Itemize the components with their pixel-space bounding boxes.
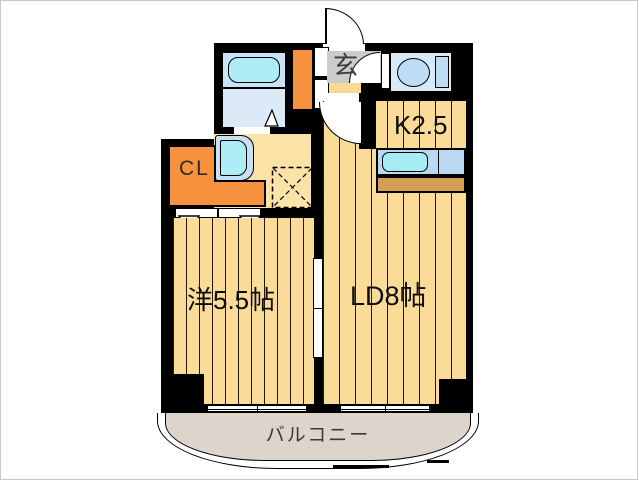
wall-ld-bottom-right	[439, 379, 466, 404]
window-west-room	[208, 404, 306, 413]
western-room-floor	[173, 218, 314, 404]
window-tick	[257, 404, 258, 413]
wall-west-bottom-left	[173, 374, 204, 404]
toilet-tank-icon	[435, 56, 449, 88]
counter-divider	[438, 150, 439, 174]
entrance-label: 玄	[333, 52, 359, 80]
bathroom-door-icon	[264, 109, 279, 127]
window-tick	[385, 404, 386, 413]
living-dining-label: LD8帖	[350, 281, 427, 311]
bathroom-threshold	[234, 127, 270, 134]
western-room-label: 洋5.5帖	[187, 285, 276, 315]
washbasin-bowl-icon	[220, 140, 247, 176]
closet-door-right	[218, 208, 261, 218]
ld-door-opening	[325, 93, 359, 102]
balcony-dash-center	[333, 465, 389, 468]
balcony-dash-right	[427, 460, 449, 463]
door-tick	[314, 308, 322, 309]
balcony-deck	[165, 413, 471, 461]
toilet-bowl-icon	[397, 58, 430, 87]
closet-label: CL	[179, 157, 210, 180]
ld-kitchen-floor	[323, 101, 466, 404]
entrance-door-threshold	[323, 44, 365, 51]
entrance-door-swing-icon	[325, 8, 364, 45]
washing-machine-space-icon	[271, 166, 314, 209]
bathtub	[228, 57, 280, 83]
balcony-label: バルコニー	[265, 425, 371, 446]
wall-hall-kitchen	[359, 93, 376, 149]
kitchen-sink	[382, 152, 428, 172]
kitchen-cabinet	[376, 176, 466, 193]
closet-block-right	[214, 180, 266, 207]
kitchen-label: K2.5	[394, 110, 448, 140]
closet-block-left	[168, 145, 216, 207]
room-divider-sliding-door	[313, 258, 323, 358]
window-ld-room	[341, 404, 429, 413]
shoe-storage	[291, 48, 314, 111]
